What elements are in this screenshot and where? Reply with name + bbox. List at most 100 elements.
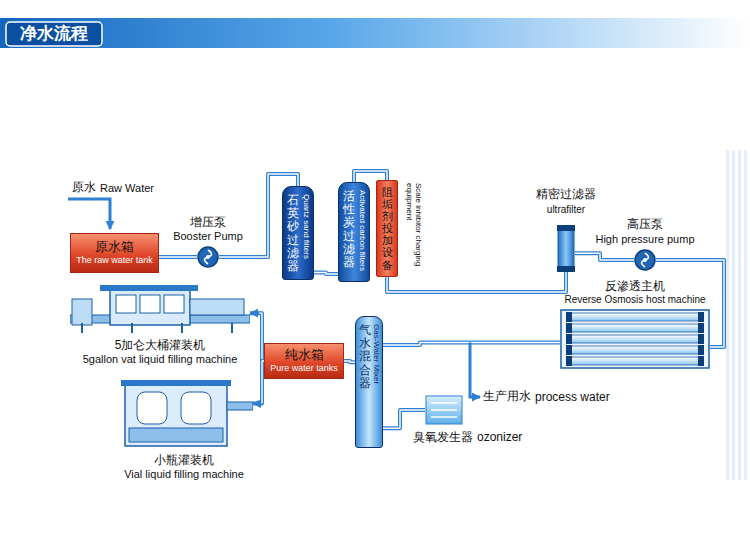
tube-cap <box>566 334 572 344</box>
tube-cap <box>698 323 704 333</box>
pump-label: 高压泵 <box>627 218 663 232</box>
quartz-sand-filter: 石英砂过滤器Quartz sand filters <box>282 186 314 280</box>
gallon-illustration <box>70 285 250 335</box>
filter-label: 精密过滤器 <box>536 188 596 202</box>
machine-leg <box>231 323 233 333</box>
pipe-outer <box>250 313 264 361</box>
filter-cap <box>557 266 575 272</box>
title-box <box>6 22 102 46</box>
pipe-connector <box>383 410 425 428</box>
pipe-connector <box>344 361 355 362</box>
booster-pump: 增压泵Booster Pump <box>197 246 219 268</box>
membrane-tube <box>568 346 702 354</box>
ultra-icon <box>557 225 575 272</box>
ozonizer-label-en: ozonizer <box>477 431 522 445</box>
membrane-tube <box>568 335 702 343</box>
pipe-outer <box>314 272 338 274</box>
machine-label: 5加仑大桶灌装机 <box>115 339 206 353</box>
pipe-connector <box>387 272 566 292</box>
pump-label: 增压泵 <box>190 216 226 230</box>
pipe-connector <box>159 257 197 258</box>
machine-label: 反渗透主机 <box>605 280 665 294</box>
machine-leg <box>131 323 133 333</box>
vial-filling-machine: 小瓶灌装机Vial liquid filling machine <box>115 378 253 480</box>
filter-body <box>558 229 574 268</box>
rack-frame <box>561 310 709 368</box>
reverse-osmosis-machine: 反渗透主机Reverse Osmosis host machine <box>560 280 710 369</box>
pump-label-en: Booster Pump <box>173 230 243 243</box>
machine-housing <box>110 289 190 325</box>
tube-cap <box>566 312 572 322</box>
vertical-label: 阻垢剂投加设备 <box>382 186 393 271</box>
tube-cap <box>566 356 572 366</box>
ozonizer-vent <box>431 402 457 404</box>
scale-inhibitor-box: 阻垢剂投加设备Scale inhibitor charging equipmen… <box>376 180 398 277</box>
pump-label-en: High pressure pump <box>595 233 694 246</box>
process-water-branch <box>470 343 480 397</box>
rotated-label-en: Quartz sand filters <box>302 194 311 259</box>
tube-cap <box>566 323 572 333</box>
tube-cap <box>698 356 704 366</box>
pipe-connector <box>575 253 634 260</box>
pipe-connector <box>250 313 264 361</box>
tank-label: 纯水箱 <box>285 348 324 363</box>
feed-section <box>190 299 244 315</box>
machine-label-en: Vial liquid filling machine <box>124 468 244 481</box>
vertical-label: 石英砂过滤器 <box>287 194 299 273</box>
machine-label-en: Reverse Osmosis host machine <box>564 294 705 306</box>
pump-hub <box>643 258 647 262</box>
pipe-inner <box>159 256 197 257</box>
ultrafilter: 精密过滤器ultrafilter <box>557 225 575 272</box>
membrane-tube <box>568 324 702 332</box>
gas-water-mixer: 气水混合器Gas-Water Mixer <box>355 316 383 448</box>
ozon-icon <box>425 395 463 425</box>
pipe-inner <box>575 253 634 260</box>
inlet-label-en: Raw Water <box>100 182 154 195</box>
tank-label-en: The raw water tank <box>76 255 153 265</box>
filter-cap <box>557 225 575 231</box>
inlet-label: 原水 <box>72 181 96 195</box>
pipe-connector <box>253 361 264 404</box>
ozonizer-box <box>426 396 462 424</box>
pipe-outer <box>159 255 197 259</box>
ozonizer: 臭氧发生器ozonizer <box>425 395 463 425</box>
vertical-label: 活性炭过滤器 <box>343 190 355 269</box>
ozonizer-label: 臭氧发生器 <box>413 431 473 445</box>
pump-impeller <box>642 253 649 267</box>
rotated-label-en: Gas-Water Mixer <box>372 324 381 384</box>
ozonizer-vent <box>431 416 457 418</box>
base-panel <box>129 428 223 442</box>
tube-cap <box>698 312 704 322</box>
membrane-tube <box>568 357 702 365</box>
pipe-inner <box>387 272 566 292</box>
gallon-filling-machine: 5加仑大桶灌装机5gallon vat liquid filling machi… <box>70 285 250 365</box>
filling-tank <box>137 392 167 424</box>
ro-rack <box>560 309 710 369</box>
tank-label: 原水箱 <box>95 240 134 255</box>
top-rail <box>121 380 231 386</box>
rotated-label-en: Scale inhibitor charging equipment <box>405 183 423 267</box>
machine-label: 小瓶灌装机 <box>154 454 214 468</box>
raw-water-tank: 原水箱The raw water tank <box>70 233 159 273</box>
pipe-inner <box>344 361 355 362</box>
window-panel <box>140 295 160 313</box>
pipe-outer <box>253 361 264 404</box>
background-stripes <box>726 150 750 480</box>
window-panel <box>164 295 184 313</box>
top-rail <box>100 285 198 291</box>
pump-hub <box>206 255 210 259</box>
pure-water-tank: 纯水箱Pure water tanks <box>264 343 344 379</box>
vertical-label: 气水混合器 <box>359 324 371 390</box>
inlet-pipe <box>227 402 253 410</box>
filling-tank <box>181 392 211 424</box>
end-panel <box>72 299 92 325</box>
pipe-inner <box>383 410 425 428</box>
title-bar <box>0 18 750 48</box>
rotated-label-en: Activated carbon filters <box>358 190 367 271</box>
machine-leg <box>81 323 83 333</box>
pipe-outer <box>383 410 425 428</box>
pump-impeller <box>205 250 212 264</box>
